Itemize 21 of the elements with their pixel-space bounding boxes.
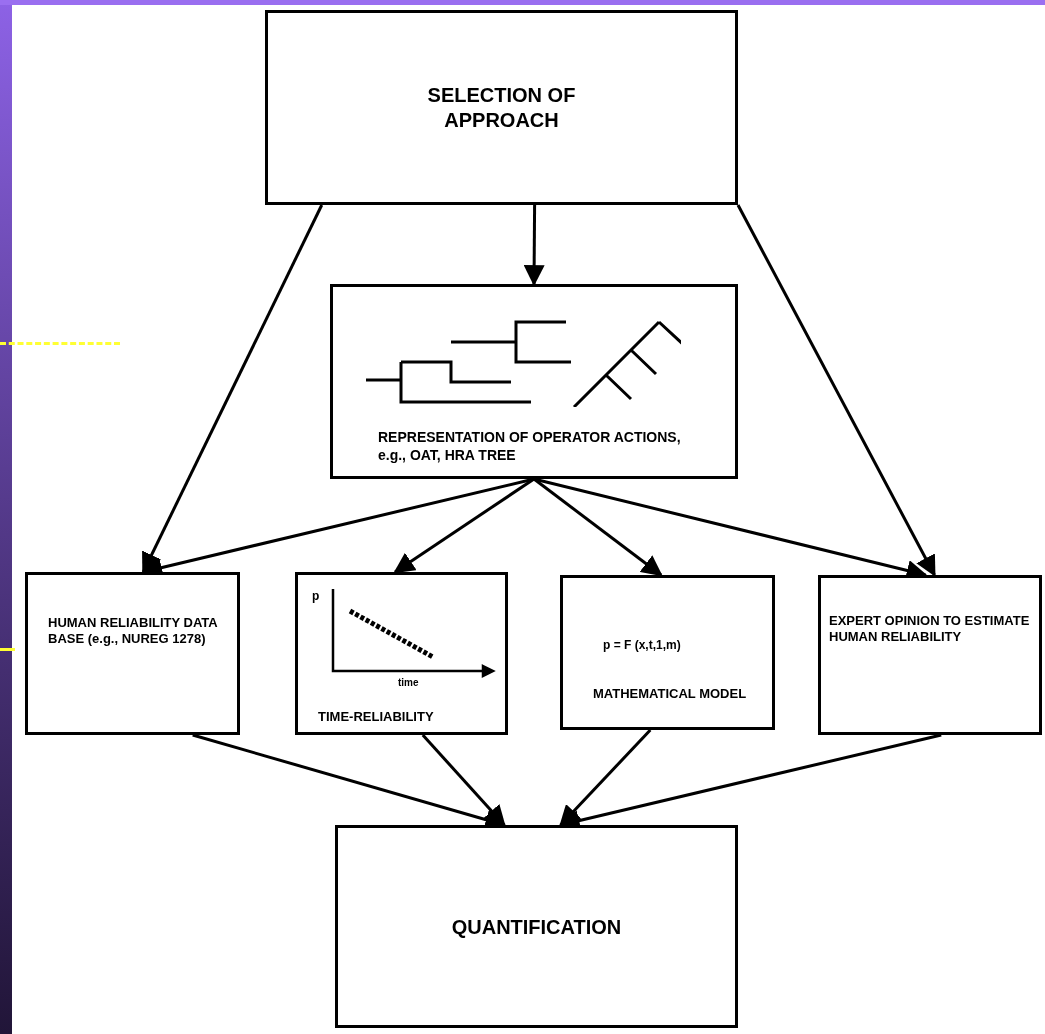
axis-label: time	[398, 676, 419, 690]
process-box	[335, 825, 738, 1028]
process-box	[265, 10, 738, 205]
arrow	[393, 477, 535, 574]
process-box	[560, 575, 775, 730]
arrow	[421, 734, 506, 827]
formula: p = F (x,t,1,m)	[603, 637, 681, 654]
node-label: MATHEMATICAL MODEL	[593, 686, 748, 703]
arrow	[736, 204, 936, 577]
process-box	[818, 575, 1042, 735]
arrow	[141, 204, 324, 574]
axis-label: p	[312, 588, 320, 605]
process-box	[330, 284, 738, 479]
node-label: TIME-RELIABILITY	[318, 708, 434, 726]
process-box	[25, 572, 240, 735]
process-box	[295, 572, 508, 735]
node-label: SELECTION OF APPROACH	[426, 82, 577, 133]
node-label: REPRESENTATION OF OPERATOR ACTIONS, e.g., OAT, HRA TREE	[378, 429, 682, 464]
node-label: HUMAN RELIABILITY DATA BASE (e.g., NUREG 1278)	[48, 615, 219, 648]
node-label: EXPERT OPINION TO ESTIMATE HUMAN RELIABILITY	[829, 613, 1031, 646]
node-label: QUANTIFICATION	[451, 914, 622, 940]
